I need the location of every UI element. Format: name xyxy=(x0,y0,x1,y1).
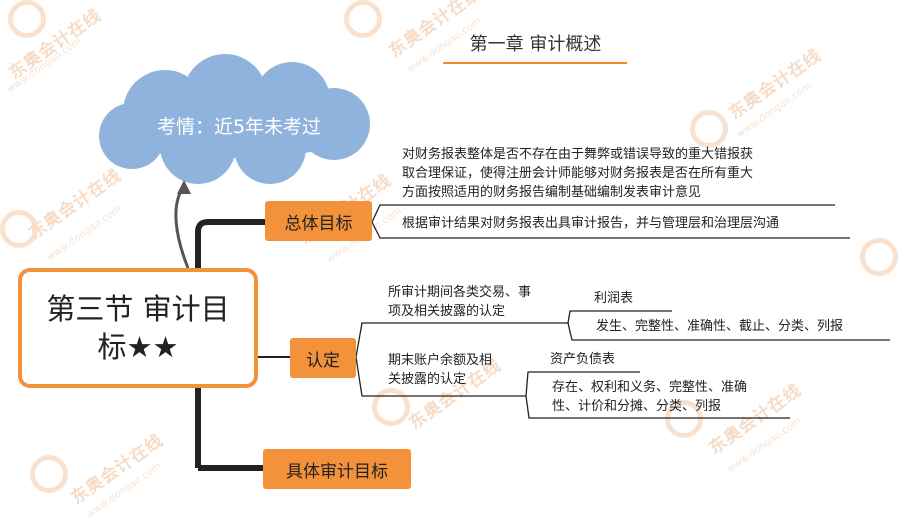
watermark-logo-icon xyxy=(372,388,410,426)
node-assertion[interactable]: 认定 xyxy=(290,338,356,378)
node-overall-goal[interactable]: 总体目标 xyxy=(265,201,372,241)
text-line: 存在、权利和义务、完整性、准确 xyxy=(552,380,748,395)
text-line: 取合理保证，使得注册会计师能够对财务报表是否在所有重大 xyxy=(402,166,754,181)
text-line: 所审计期间各类交易、事 xyxy=(388,285,532,300)
overall-goal-report: 根据审计结果对财务报表出具审计报告，并与管理层和治理层沟通 xyxy=(402,216,780,231)
cloud-shape xyxy=(99,54,370,184)
title-underline xyxy=(443,62,627,64)
page-title: 第一章 审计概述 xyxy=(469,34,602,55)
balance-sheet-items: 存在、权利和义务、完整性、准确 性、计价和分摊、分类、列报 xyxy=(552,378,747,416)
text-line: 项及相关披露的认定 xyxy=(388,304,506,319)
income-statement-label: 利润表 xyxy=(594,291,634,306)
main-topic-node[interactable]: 第三节 审计目标★★ xyxy=(18,268,258,388)
assertion-transactions-label: 所审计期间各类交易、事 项及相关披露的认定 xyxy=(388,283,531,321)
arrow-head-icon xyxy=(177,180,191,194)
trunk-line xyxy=(195,219,265,468)
balance-sheet-label: 资产负债表 xyxy=(550,352,616,367)
cloud-exam-info: 考情：近5年未考过 xyxy=(156,116,322,138)
watermark-logo-icon xyxy=(690,110,728,148)
watermark-logo-icon xyxy=(665,400,703,438)
mindmap-connectors xyxy=(99,54,890,471)
text-line: 对财务报表整体是否不存在由于舞弊或错误导致的重大错报获 xyxy=(402,147,754,162)
watermark-logo-icon xyxy=(344,0,382,38)
watermark-logo-icon xyxy=(860,238,898,276)
text-line: 性、计价和分摊、分类、列报 xyxy=(552,399,722,414)
assertion-balances-label: 期末账户余额及相 关披露的认定 xyxy=(388,351,492,389)
cloud-connector-arrow xyxy=(174,185,190,269)
income-statement-items: 发生、完整性、准确性、截止、分类、列报 xyxy=(596,319,844,334)
text-line: 期末账户余额及相 xyxy=(388,353,493,368)
text-line: 方面按照适用的财务报告编制基础编制发表审计意见 xyxy=(402,185,702,200)
watermark-logo-icon xyxy=(30,455,68,493)
watermark-logo-icon xyxy=(8,0,46,38)
watermark-logo-icon xyxy=(0,210,38,248)
node-specific-audit-goal[interactable]: 具体审计目标 xyxy=(263,449,411,489)
overall-goal-desc: 对财务报表整体是否不存在由于舞弊或错误导致的重大错报获 取合理保证，使得注册会计… xyxy=(402,145,753,202)
text-line: 关披露的认定 xyxy=(388,372,467,387)
